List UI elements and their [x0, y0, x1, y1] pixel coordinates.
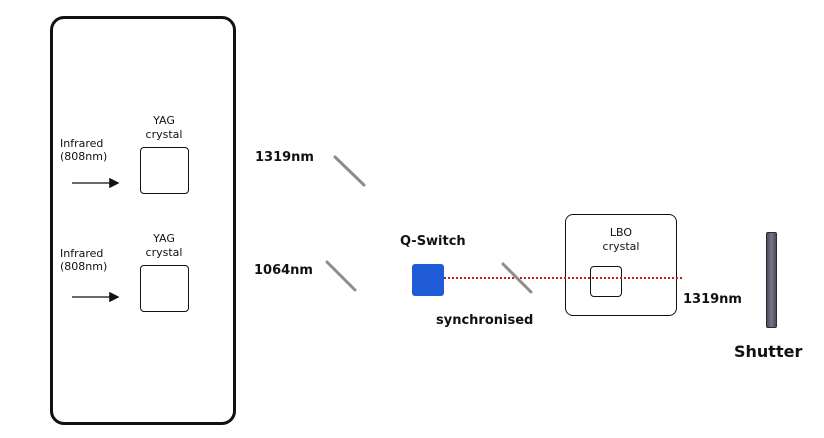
yag-crystal-bottom-label: YAG crystal — [145, 232, 183, 259]
yag-crystal-top — [140, 147, 189, 194]
wavelength-1319-label: 1319nm — [255, 150, 314, 165]
lbo-housing — [565, 214, 677, 316]
yag-crystal-bottom — [140, 265, 189, 312]
synchronised-label: synchronised — [436, 313, 534, 328]
beam-combiner-mirror — [501, 262, 533, 294]
mirror-1064 — [325, 260, 357, 292]
shutter — [766, 232, 777, 328]
wavelength-1064-label: 1064nm — [254, 263, 313, 278]
mirror-1319 — [333, 155, 366, 187]
lbo-crystal — [590, 266, 622, 297]
lbo-crystal-label: LBO crystal — [602, 226, 640, 253]
output-wavelength-label: 1319nm — [683, 292, 742, 307]
shutter-label: Shutter — [734, 342, 803, 361]
q-switch — [412, 264, 444, 296]
yag-crystal-top-label: YAG crystal — [145, 114, 183, 141]
infrared-bottom-label: Infrared (808nm) — [60, 247, 108, 273]
laser-enclosure — [50, 16, 236, 425]
q-switch-label: Q-Switch — [400, 234, 466, 249]
infrared-top-label: Infrared (808nm) — [60, 137, 108, 163]
